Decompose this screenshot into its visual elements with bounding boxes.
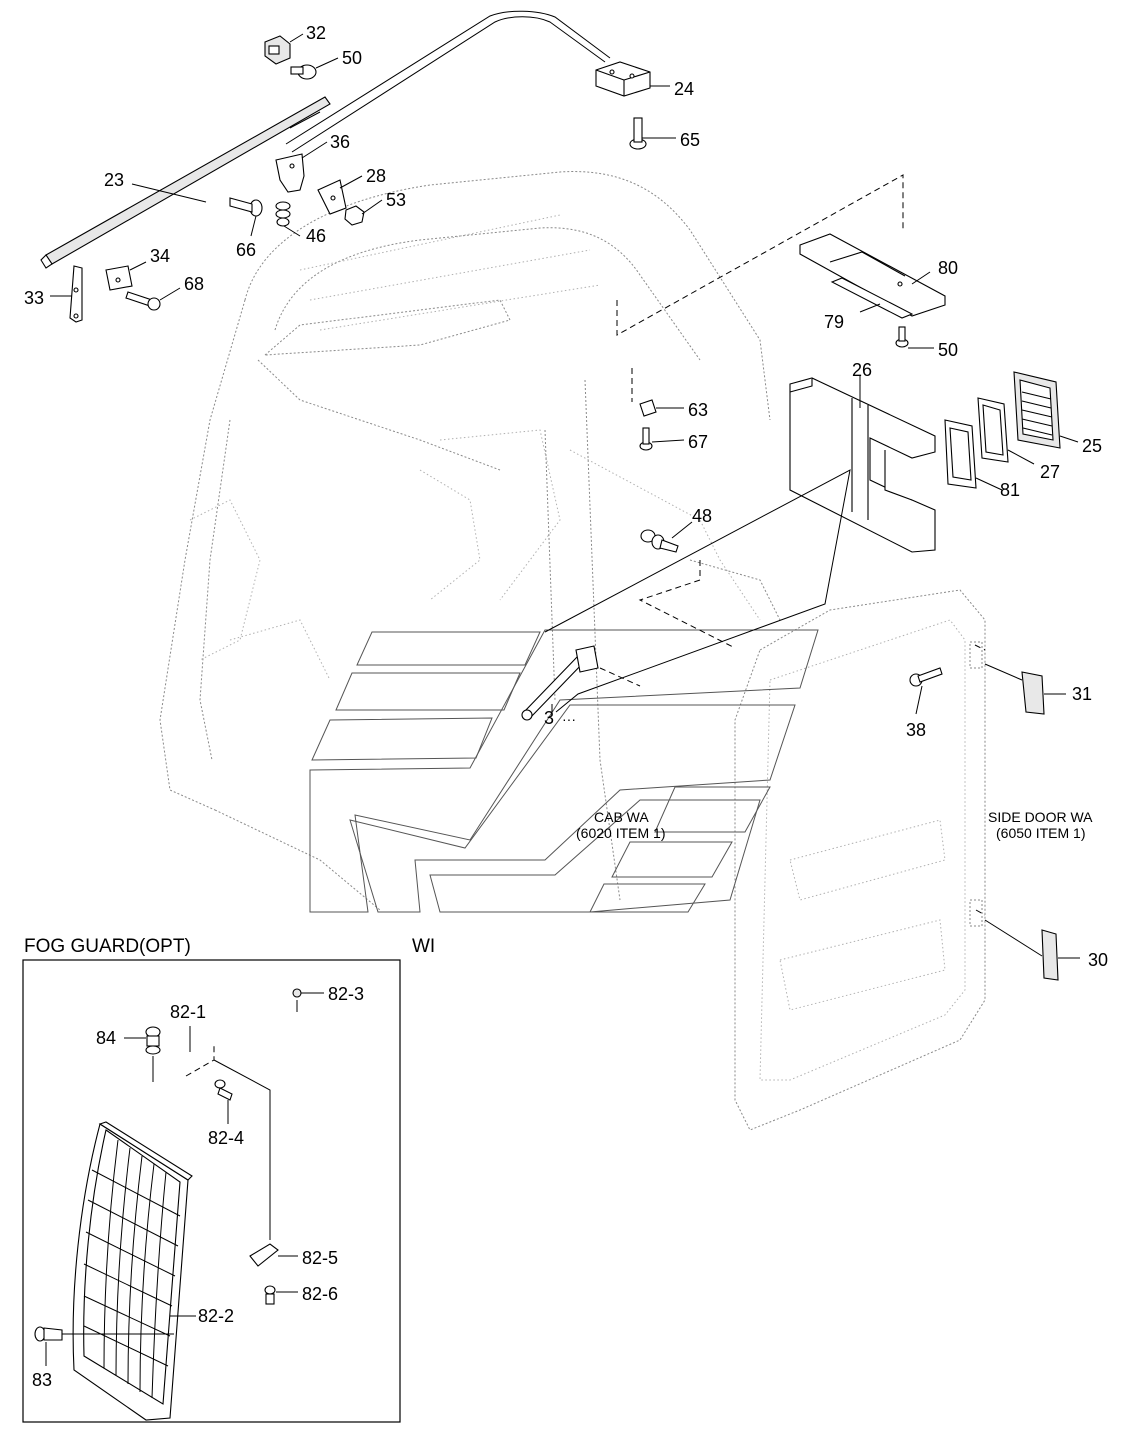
label-80: 80 — [938, 258, 958, 278]
part-79-strip — [830, 277, 914, 319]
part-26-duct — [789, 377, 936, 553]
note-side-door-2: (6050 ITEM 1) — [996, 825, 1085, 841]
part-28-plate — [317, 179, 347, 215]
label-79: 79 — [824, 312, 844, 332]
note-cab-wa-1: CAB WA — [594, 809, 649, 825]
side-door-ghost — [734, 589, 986, 1131]
label-81: 81 — [1000, 480, 1020, 500]
label-53: 53 — [386, 190, 406, 210]
label-50-right: 50 — [938, 340, 958, 360]
label-50-top: 50 — [342, 48, 362, 68]
label-36: 36 — [330, 132, 350, 152]
label-82-1: 82-1 — [170, 1002, 206, 1022]
note-side-door-1: SIDE DOOR WA — [988, 809, 1093, 825]
part-23-wiper-rail — [40, 96, 331, 269]
label-27: 27 — [1040, 462, 1060, 482]
washer-cable — [291, 16, 606, 153]
label-48: 48 — [692, 506, 712, 526]
note-wi: WI — [412, 936, 435, 957]
label-38: 38 — [906, 720, 926, 740]
part-24-sensor-block — [595, 61, 651, 97]
label-46: 46 — [306, 226, 326, 246]
label-24: 24 — [674, 79, 694, 99]
label-34: 34 — [150, 246, 170, 266]
label-66: 66 — [236, 240, 256, 260]
label-23: 23 — [104, 170, 124, 190]
part-67-screw — [639, 427, 653, 451]
cab-ghost-outline — [159, 171, 781, 911]
label-25: 25 — [1082, 436, 1102, 456]
fog-guard-inset-frame — [22, 959, 401, 1423]
part-33-arm — [69, 265, 83, 323]
label-82-3: 82-3 — [328, 984, 364, 1004]
dashed-leader-80 — [616, 174, 904, 336]
fog-guard-title: FOG GUARD(OPT) — [24, 936, 191, 957]
leader-lines — [50, 33, 1080, 959]
label-82-2: 82-2 — [198, 1306, 234, 1326]
label-63: 63 — [688, 400, 708, 420]
note-cab-wa-2: (6020 ITEM 1) — [576, 825, 665, 841]
label-30: 30 — [1088, 950, 1108, 970]
part-labels: 32 50 24 65 36 28 53 23 66 46 34 68 33 8… — [24, 23, 1108, 1390]
part-53-nut — [344, 205, 365, 226]
part-27-seal — [977, 397, 1009, 463]
label-31: 31 — [1072, 684, 1092, 704]
label-65: 65 — [680, 130, 700, 150]
part-65-screw — [629, 117, 647, 150]
label-33: 33 — [24, 288, 44, 308]
part-50-bolt-right — [895, 326, 909, 348]
label-32: 32 — [306, 23, 326, 43]
part-48-bolt — [640, 529, 679, 553]
label-3: 3 — [544, 708, 554, 728]
part-38-screw — [909, 667, 943, 687]
label-84: 84 — [96, 1028, 116, 1048]
part-25-vent-grille — [1013, 371, 1061, 449]
part-66-screw — [229, 197, 263, 217]
part-68-screw — [125, 291, 161, 311]
svg-text:···: ··· — [562, 711, 576, 727]
label-82-4: 82-4 — [208, 1128, 244, 1148]
part-30-handle — [1041, 929, 1059, 981]
label-67: 67 — [688, 432, 708, 452]
label-68: 68 — [184, 274, 204, 294]
cab-glass-panes — [309, 629, 819, 913]
part-32-clip — [264, 35, 291, 65]
part-46-washers — [275, 201, 291, 227]
label-82-5: 82-5 — [302, 1248, 338, 1268]
label-28: 28 — [366, 166, 386, 186]
part-63-clip — [639, 399, 657, 417]
part-80-plate — [799, 233, 946, 317]
label-82-6: 82-6 — [302, 1284, 338, 1304]
part-36-bracket — [275, 153, 305, 193]
fog-guard-parts — [34, 988, 324, 1421]
label-26: 26 — [852, 360, 872, 380]
part-34-bracket — [105, 265, 133, 291]
label-83: 83 — [32, 1370, 52, 1390]
part-3-lever — [521, 645, 599, 721]
part-50-bolt-top — [290, 64, 317, 80]
part-81-gasket — [944, 419, 977, 489]
part-31-handle-cover — [1021, 671, 1045, 715]
